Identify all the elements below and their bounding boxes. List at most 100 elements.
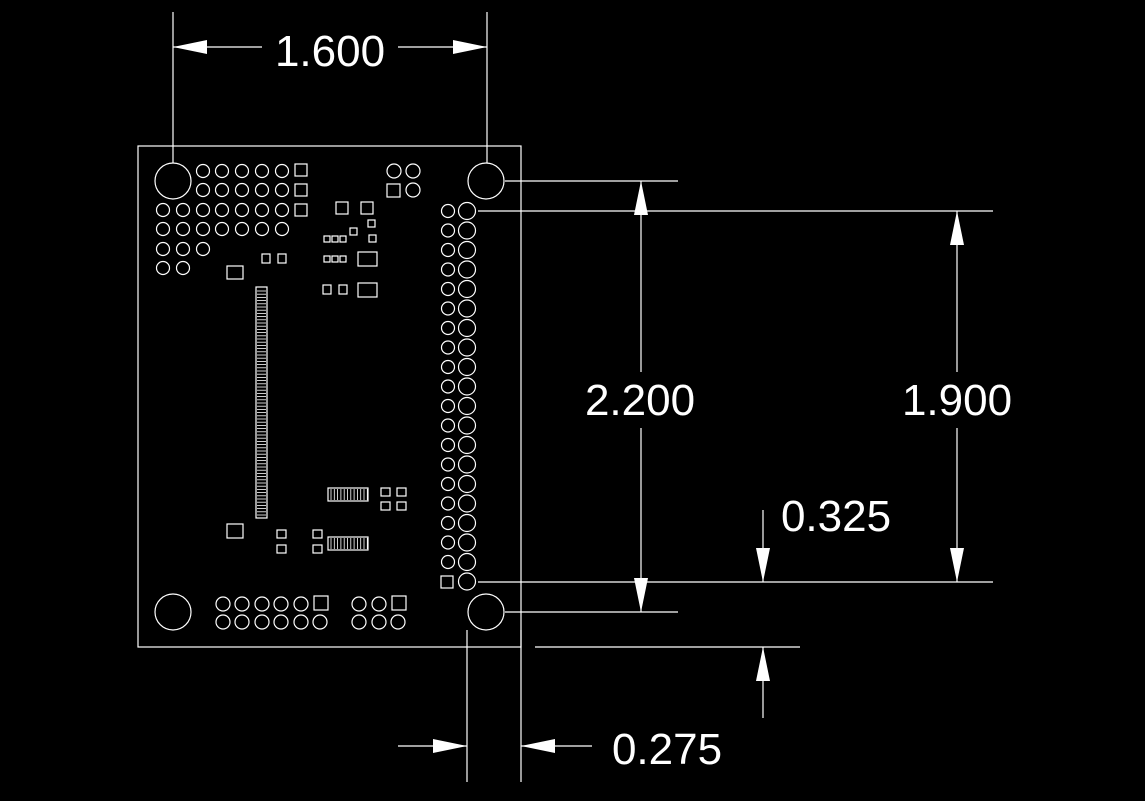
dimension-lines <box>173 46 958 747</box>
pad <box>339 235 347 243</box>
pad <box>390 614 406 630</box>
pad <box>294 203 308 217</box>
pad <box>214 202 230 218</box>
pad <box>357 282 378 298</box>
pad <box>274 163 290 179</box>
fine-pitch-connector <box>255 286 268 519</box>
pad <box>195 202 211 218</box>
pad <box>457 552 477 572</box>
pad <box>440 359 456 375</box>
pad <box>440 496 456 511</box>
pad <box>313 595 329 611</box>
pad <box>457 279 477 299</box>
pad <box>312 614 328 630</box>
pad <box>386 163 402 179</box>
extension-lines <box>172 12 993 782</box>
pad <box>457 201 477 221</box>
pad <box>457 513 477 533</box>
pad <box>440 535 456 550</box>
pad <box>155 202 171 218</box>
pad <box>214 163 230 179</box>
board-outline <box>137 145 522 648</box>
pad <box>175 202 191 218</box>
pad <box>457 494 477 513</box>
pad <box>234 614 250 630</box>
pad <box>294 183 308 197</box>
pad <box>457 396 477 416</box>
pad <box>440 379 456 394</box>
pad <box>440 340 456 355</box>
pad <box>440 457 456 472</box>
pad <box>440 301 456 316</box>
pad <box>195 221 211 237</box>
arrowhead <box>950 548 964 582</box>
pad <box>273 596 289 612</box>
pad <box>391 595 407 611</box>
pad <box>457 533 477 552</box>
pad <box>457 474 477 494</box>
ic-chip <box>327 536 369 551</box>
pad <box>380 487 391 497</box>
pad <box>312 544 323 554</box>
pad <box>457 338 477 357</box>
pad <box>254 596 270 612</box>
pad <box>405 163 421 179</box>
pad <box>440 262 456 277</box>
pad <box>155 260 171 276</box>
pad <box>155 241 171 257</box>
ic-chip <box>327 487 369 502</box>
mounting-hole <box>467 162 505 200</box>
pad <box>386 183 401 198</box>
pad <box>440 554 456 570</box>
pad <box>323 255 331 263</box>
pad <box>312 529 323 539</box>
pad <box>254 202 270 218</box>
pad <box>276 529 287 539</box>
pad <box>457 377 477 396</box>
pad <box>457 455 477 474</box>
pad <box>396 487 407 497</box>
pad <box>323 235 331 243</box>
pad <box>440 437 456 453</box>
arrowhead <box>521 739 555 753</box>
pad <box>234 202 250 218</box>
pad <box>457 357 477 377</box>
pad <box>254 163 270 179</box>
pcb-footprints <box>155 163 477 630</box>
mounting-hole <box>154 593 192 631</box>
pad <box>371 596 387 612</box>
pad <box>254 614 270 630</box>
pad <box>175 241 191 257</box>
pad <box>396 501 407 511</box>
pad <box>440 223 456 238</box>
pad <box>349 227 358 236</box>
pad <box>226 265 244 280</box>
pad <box>440 575 454 589</box>
arrowhead <box>756 647 770 681</box>
pad <box>457 416 477 435</box>
arrowhead <box>950 211 964 245</box>
pad <box>214 182 230 198</box>
dim-edge-offset: 0.275 <box>612 725 722 774</box>
pad <box>274 202 290 218</box>
pad <box>277 253 287 264</box>
pad <box>457 221 477 240</box>
pad <box>274 221 290 237</box>
pad <box>234 182 250 198</box>
pad <box>254 182 270 198</box>
pad <box>331 235 339 243</box>
pad <box>371 614 387 630</box>
pad <box>457 435 477 455</box>
pad <box>338 284 348 295</box>
pad <box>155 221 171 237</box>
pad <box>175 260 191 276</box>
pad <box>357 251 378 267</box>
pad <box>457 572 477 591</box>
dim-board-width: 1.600 <box>275 27 385 76</box>
arrowhead <box>634 578 648 612</box>
pad <box>440 320 456 336</box>
pad <box>195 163 211 179</box>
arrowhead <box>433 739 467 753</box>
pad <box>274 182 290 198</box>
